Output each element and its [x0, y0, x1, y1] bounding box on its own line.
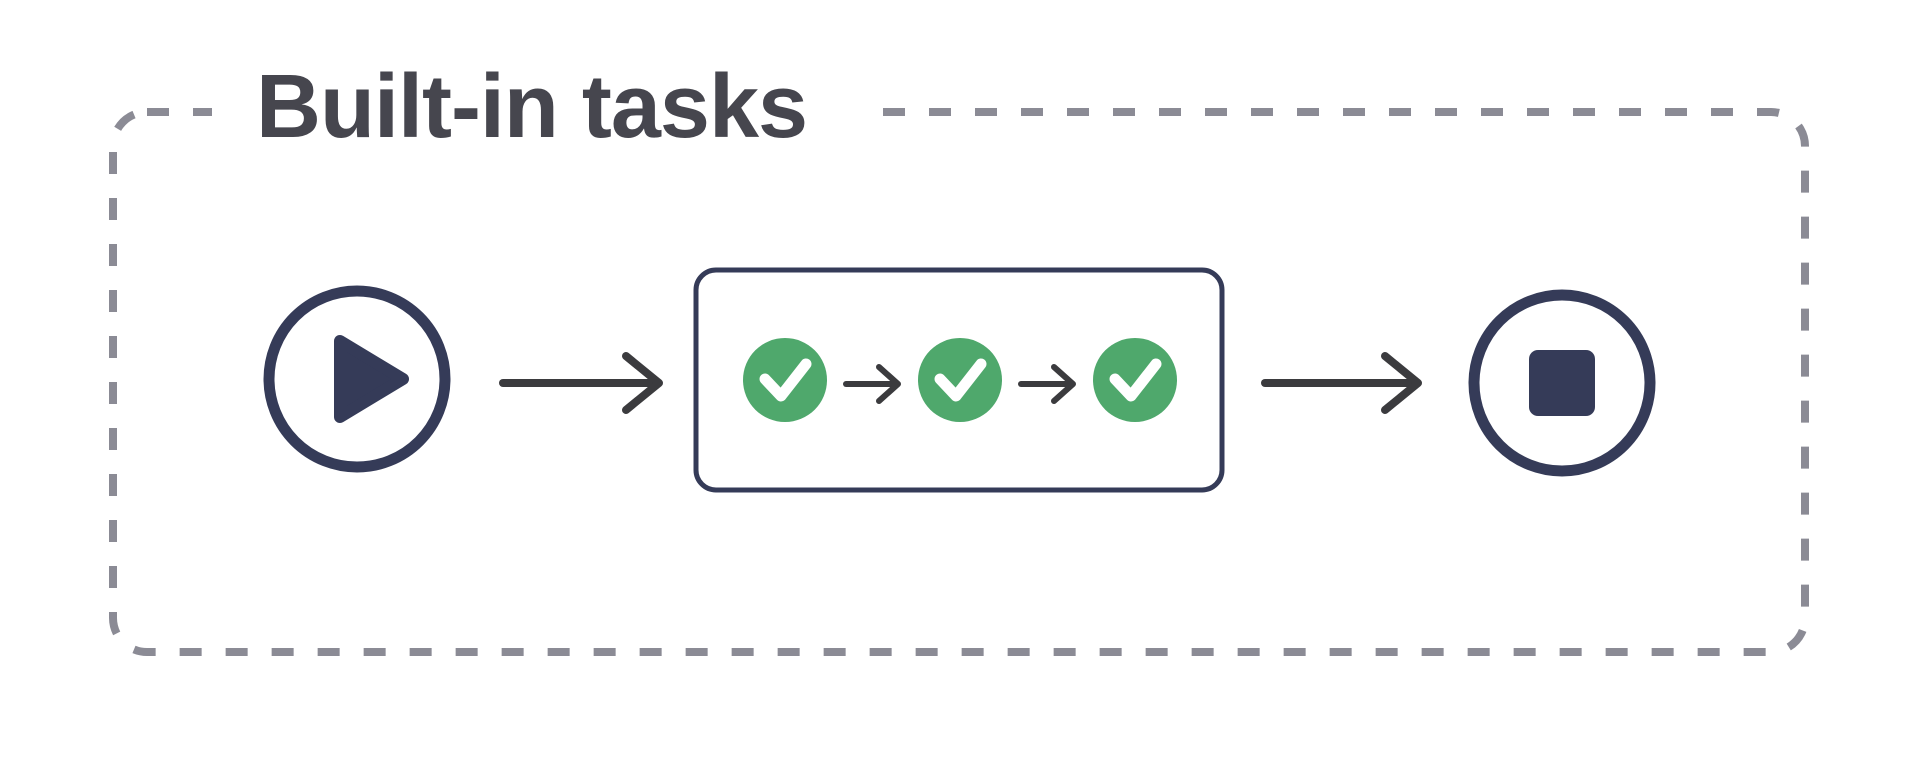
- arrow-head: [622, 352, 663, 414]
- check-icon: [1093, 338, 1177, 422]
- stop-icon: [1468, 289, 1656, 477]
- check-icon-circle: [918, 338, 1002, 422]
- arrow-head: [876, 364, 901, 404]
- title-backdrop: [212, 62, 860, 154]
- arrow-head: [1381, 352, 1422, 414]
- play-icon: [263, 285, 451, 473]
- built-in-tasks-group-border: [109, 108, 1809, 656]
- arrow-right-icon: [843, 364, 901, 404]
- check-icon: [743, 338, 827, 422]
- arrow-right-icon: [499, 352, 663, 414]
- arrow-head: [1051, 364, 1076, 404]
- check-icon: [918, 338, 1002, 422]
- diagram-title: Built-in tasks: [256, 57, 807, 157]
- check-icon-circle: [743, 338, 827, 422]
- arrow-right-icon: [1261, 352, 1422, 414]
- check-icon-mark: [934, 358, 987, 402]
- check-icon-mark: [1109, 358, 1162, 402]
- play-icon-triangle: [334, 335, 409, 423]
- check-icon-mark: [759, 358, 812, 402]
- arrow-right-icon: [1018, 364, 1076, 404]
- check-icon-circle: [1093, 338, 1177, 422]
- stop-icon-square: [1529, 350, 1595, 416]
